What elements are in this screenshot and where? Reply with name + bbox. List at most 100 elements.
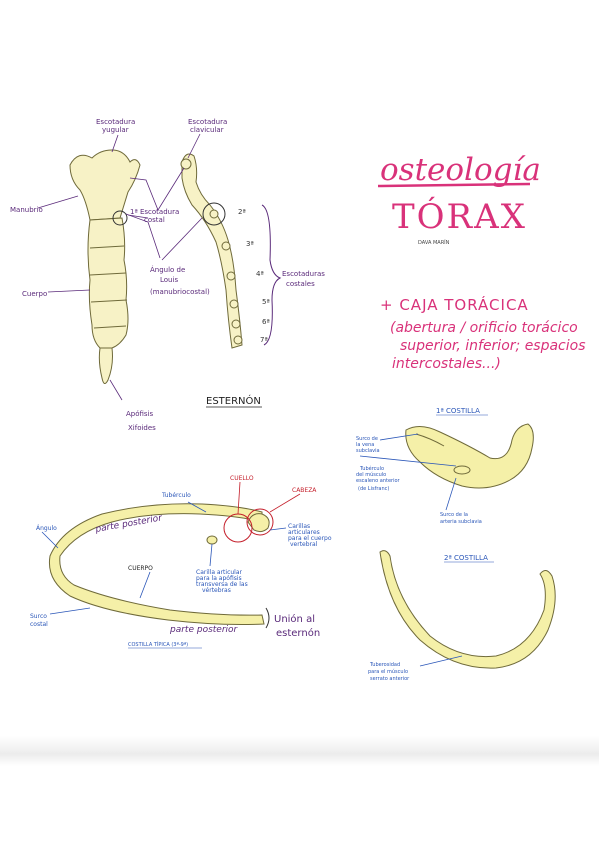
label-cuerpo-rib: CUERPO <box>128 565 153 572</box>
second-rib <box>379 550 556 669</box>
label-apofisis: Apófisis <box>126 410 154 418</box>
label-carilla: transversa de las <box>196 581 248 588</box>
label-tuberculo-escaleno: del músculo <box>356 471 386 478</box>
second-rib-title: 2ª COSTILLA <box>444 554 488 562</box>
label-first-costal: costal <box>144 216 165 224</box>
articular-facet <box>206 535 218 545</box>
notch-number: 5ª <box>262 298 270 306</box>
notch-number: 4ª <box>256 270 264 278</box>
label-surco: costal <box>30 621 48 628</box>
sternum-labels: Escotadura yugular Escotadura clavicular… <box>10 118 325 432</box>
costal-notches-bracket <box>261 204 282 346</box>
xiphoid-process <box>98 347 113 384</box>
label-union: Unión al <box>274 613 315 625</box>
intro-line-1: + CAJA TORÁCICA <box>380 295 529 314</box>
label-tuberosidad: Tuberosidad <box>369 662 400 668</box>
second-rib-labels: Tuberosidad para el músculo serrato ante… <box>368 662 410 682</box>
costal-notch-4 <box>226 271 236 281</box>
first-rib-body <box>405 423 534 489</box>
label-manubrio: Manubrio <box>10 206 43 214</box>
label-surco-vena: subclavia <box>356 448 380 454</box>
label-carillas-cabeza: articulares <box>288 529 320 536</box>
label-carilla: vértebras <box>202 587 231 594</box>
label-surco-arteria: Surco de la <box>440 512 468 518</box>
first-rib-labels: Surco de la vena subclavia Tubérculo del… <box>356 436 482 525</box>
typical-rib-head-highlight <box>246 508 274 536</box>
typical-rib-head <box>247 513 270 533</box>
sternum-segment-line <box>89 245 125 249</box>
label-clavicular: Escotadura <box>188 118 227 126</box>
label-surco: Surco <box>30 613 47 620</box>
typical-rib-leaders <box>41 501 287 615</box>
label-apofisis: Xifoides <box>128 424 156 432</box>
costal-notch-7 <box>233 335 243 345</box>
first-rib-leaders <box>359 433 457 511</box>
title-underline <box>377 182 531 188</box>
typical-rib-title: COSTILLA TÍPICA (3ª-9ª) <box>128 641 188 648</box>
costal-notch-6 <box>231 319 241 329</box>
louis-angle-highlight <box>202 202 226 226</box>
typical-rib-labels: Tubérculo Ángulo CUERPO Carilla articula… <box>30 492 332 628</box>
second-rib-leader <box>419 655 463 667</box>
union-bracket <box>265 607 270 629</box>
label-tuberculo-escaleno: Tubérculo <box>359 465 384 472</box>
label-cuello: CUELLO <box>230 475 254 482</box>
notch-number: 7ª <box>260 336 268 344</box>
label-cuerpo: Cuerpo <box>22 290 47 298</box>
sternum-lateral-outline <box>181 153 243 349</box>
sternum-body <box>87 217 129 349</box>
label-louis: Ángulo de <box>150 265 185 274</box>
label-parte-posterior-bottom: parte posterior <box>169 625 239 635</box>
first-rib-tubercle <box>453 465 471 475</box>
sternum-segment-line <box>90 299 128 303</box>
label-tuberculo-escaleno: (de Lisfranc) <box>358 486 389 492</box>
first-costal-notch-highlight <box>112 210 128 226</box>
label-clavicular: clavicular <box>190 126 224 134</box>
first-rib-groove <box>415 433 445 447</box>
costal-notch-numbers: 2ª 3ª 4ª 5ª 6ª 7ª <box>238 208 270 344</box>
label-tuberosidad: para el músculo <box>368 668 408 675</box>
typical-rib <box>48 503 274 625</box>
notch-number: 6ª <box>262 318 270 326</box>
label-yugular: Escotadura <box>96 118 135 126</box>
sternum-leader-lines <box>37 133 203 401</box>
title-main: osteología <box>380 152 541 188</box>
author-name: DAVA MARÍN <box>418 239 450 246</box>
typical-rib-red-leaders <box>237 481 301 515</box>
label-carillas-cabeza: vertebral <box>290 541 318 548</box>
label-louis: (manubriocostal) <box>150 288 210 296</box>
costal-notch-2 <box>209 209 219 219</box>
costal-notch-5 <box>229 299 239 309</box>
label-tuberculo-escaleno: escaleno anterior <box>356 478 401 484</box>
label-surco-vena: la vena <box>356 442 374 448</box>
label-angulo: Ángulo <box>36 525 57 532</box>
label-tuberosidad: serrato anterior <box>370 676 410 682</box>
costal-notch-3 <box>221 241 231 251</box>
label-surco-vena: Surco de <box>356 436 378 442</box>
manubrium <box>69 149 141 221</box>
second-rib-body <box>379 550 556 669</box>
label-carillas-cabeza: Carillas <box>288 523 310 530</box>
sternum-front <box>69 149 141 384</box>
intro-text: + CAJA TORÁCICA (abertura / orificio tor… <box>380 295 586 372</box>
label-carilla: para la apófisis <box>196 575 242 582</box>
sternum-segment-line <box>93 325 127 329</box>
label-costales: costales <box>286 280 315 288</box>
clavicular-notch-highlight <box>180 158 192 170</box>
typical-rib-body <box>48 503 265 625</box>
label-surco-arteria: arteria subclavia <box>440 519 482 525</box>
title-sub: TÓRAX <box>392 196 527 237</box>
label-cabeza: CABEZA <box>292 487 317 494</box>
label-costales: Escotaduras <box>282 270 325 278</box>
notch-number: 3ª <box>246 240 254 248</box>
intro-line-3: superior, inferior; espacios <box>400 338 586 354</box>
label-union: esternón <box>276 627 320 639</box>
header: osteología TÓRAX DAVA MARÍN <box>377 152 541 246</box>
sternum-title: ESTERNÓN <box>206 394 261 407</box>
label-first-costal: 1ª Escotadura <box>130 208 179 216</box>
intro-line-2: (abertura / orificio torácico <box>390 320 578 336</box>
label-yugular: yugular <box>102 126 129 134</box>
label-carillas-cabeza: para el cuerpo <box>288 535 332 542</box>
notch-number: 2ª <box>238 208 246 216</box>
